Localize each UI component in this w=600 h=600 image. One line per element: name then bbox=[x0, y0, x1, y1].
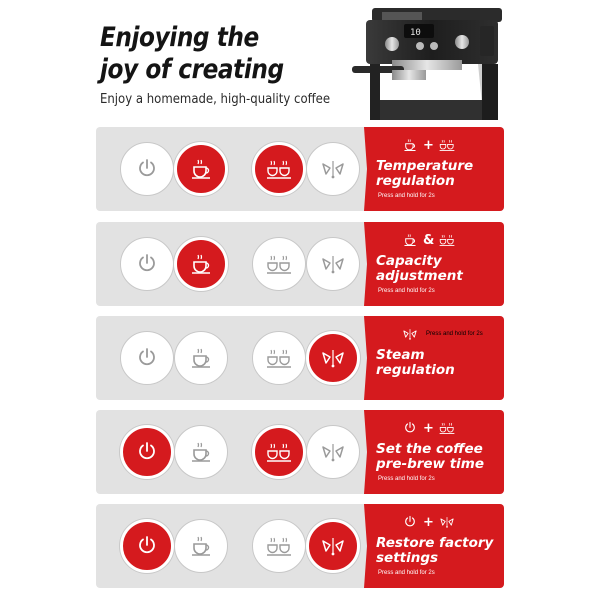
steam-icon bbox=[322, 161, 344, 179]
button-combination: Press and hold for 2s bbox=[402, 326, 483, 342]
single-cup-button[interactable] bbox=[174, 142, 228, 196]
single-cup-button[interactable] bbox=[174, 331, 228, 385]
machine-display: 10 bbox=[410, 28, 421, 38]
power-icon bbox=[139, 348, 155, 366]
single-cup-icon bbox=[404, 139, 416, 152]
double-cup-button[interactable] bbox=[252, 331, 306, 385]
setting-title-line-1: Capacity bbox=[376, 253, 442, 269]
double-cup-button[interactable] bbox=[252, 425, 306, 479]
setting-title-line-2: adjustment bbox=[376, 268, 463, 284]
steam-icon bbox=[322, 538, 344, 556]
button-combination: & bbox=[402, 232, 455, 248]
power-icon bbox=[139, 159, 155, 177]
setting-title-line-2: regulation bbox=[376, 173, 455, 189]
double-cup-icon bbox=[267, 349, 291, 368]
steam-button[interactable] bbox=[306, 519, 360, 573]
hold-note: Press and hold for 2s bbox=[378, 476, 435, 482]
double-cup-icon bbox=[267, 255, 291, 274]
power-button[interactable] bbox=[120, 425, 174, 479]
setting-title-line-1: Set the coffee bbox=[376, 441, 483, 457]
double-cup-icon bbox=[439, 139, 455, 151]
double-cup-button[interactable] bbox=[252, 237, 306, 291]
steam-button[interactable] bbox=[306, 142, 360, 196]
hold-note: Press and hold for 2s bbox=[378, 288, 435, 294]
double-cup-button[interactable] bbox=[252, 519, 306, 573]
header: Enjoying the joy of creating Enjoy a hom… bbox=[0, 0, 600, 120]
button-combination: + bbox=[402, 137, 455, 153]
steam-icon bbox=[440, 517, 454, 528]
single-cup-button[interactable] bbox=[174, 519, 228, 573]
single-cup-icon bbox=[192, 159, 210, 179]
single-cup-icon bbox=[192, 536, 210, 556]
power-icon bbox=[139, 536, 155, 554]
steam-button[interactable] bbox=[306, 331, 360, 385]
button-combination: + bbox=[402, 420, 455, 436]
power-icon bbox=[405, 421, 415, 433]
combination-operator: & bbox=[423, 232, 435, 248]
combination-operator: + bbox=[423, 420, 434, 436]
button-combination: + bbox=[402, 514, 455, 530]
page-title: Enjoying the joy of creating bbox=[100, 22, 324, 86]
setting-title-line-2: settings bbox=[376, 550, 439, 566]
single-cup-button[interactable] bbox=[174, 237, 228, 291]
hold-note: Press and hold for 2s bbox=[378, 193, 435, 199]
power-button[interactable] bbox=[120, 331, 174, 385]
steam-icon bbox=[403, 329, 417, 340]
combination-operator: + bbox=[423, 514, 434, 530]
power-button[interactable] bbox=[120, 142, 174, 196]
title-line-2: joy of creating bbox=[100, 54, 284, 85]
hold-note: Press and hold for 2s bbox=[426, 331, 483, 337]
title-line-1: Enjoying the bbox=[100, 22, 259, 53]
single-cup-icon bbox=[192, 254, 210, 274]
power-button[interactable] bbox=[120, 237, 174, 291]
steam-icon bbox=[322, 256, 344, 274]
single-cup-icon bbox=[192, 442, 210, 462]
steam-button[interactable] bbox=[306, 237, 360, 291]
steam-button[interactable] bbox=[306, 425, 360, 479]
setting-title-line-1: Restore factory bbox=[376, 535, 494, 551]
power-icon bbox=[405, 515, 415, 527]
hold-note: Press and hold for 2s bbox=[378, 570, 435, 576]
power-button[interactable] bbox=[120, 519, 174, 573]
double-cup-icon bbox=[267, 537, 291, 556]
single-cup-icon bbox=[192, 348, 210, 368]
double-cup-icon bbox=[439, 234, 455, 246]
steam-icon bbox=[322, 350, 344, 368]
double-cup-icon bbox=[267, 443, 291, 462]
single-cup-button[interactable] bbox=[174, 425, 228, 479]
double-cup-icon bbox=[267, 160, 291, 179]
steam-icon bbox=[322, 444, 344, 462]
page-subtitle: Enjoy a homemade, high-quality coffee bbox=[100, 92, 331, 107]
double-cup-button[interactable] bbox=[252, 142, 306, 196]
setting-title-line-2: pre-brew time bbox=[376, 456, 485, 472]
setting-title-line-2: regulation bbox=[376, 362, 455, 378]
setting-title-line-1: Steam bbox=[376, 347, 425, 363]
single-cup-icon bbox=[404, 234, 416, 247]
combination-operator: + bbox=[423, 137, 434, 153]
power-icon bbox=[139, 442, 155, 460]
double-cup-icon bbox=[439, 422, 455, 434]
setting-title-line-1: Temperature bbox=[376, 158, 474, 174]
power-icon bbox=[139, 254, 155, 272]
espresso-machine-image: 10 bbox=[352, 8, 502, 120]
